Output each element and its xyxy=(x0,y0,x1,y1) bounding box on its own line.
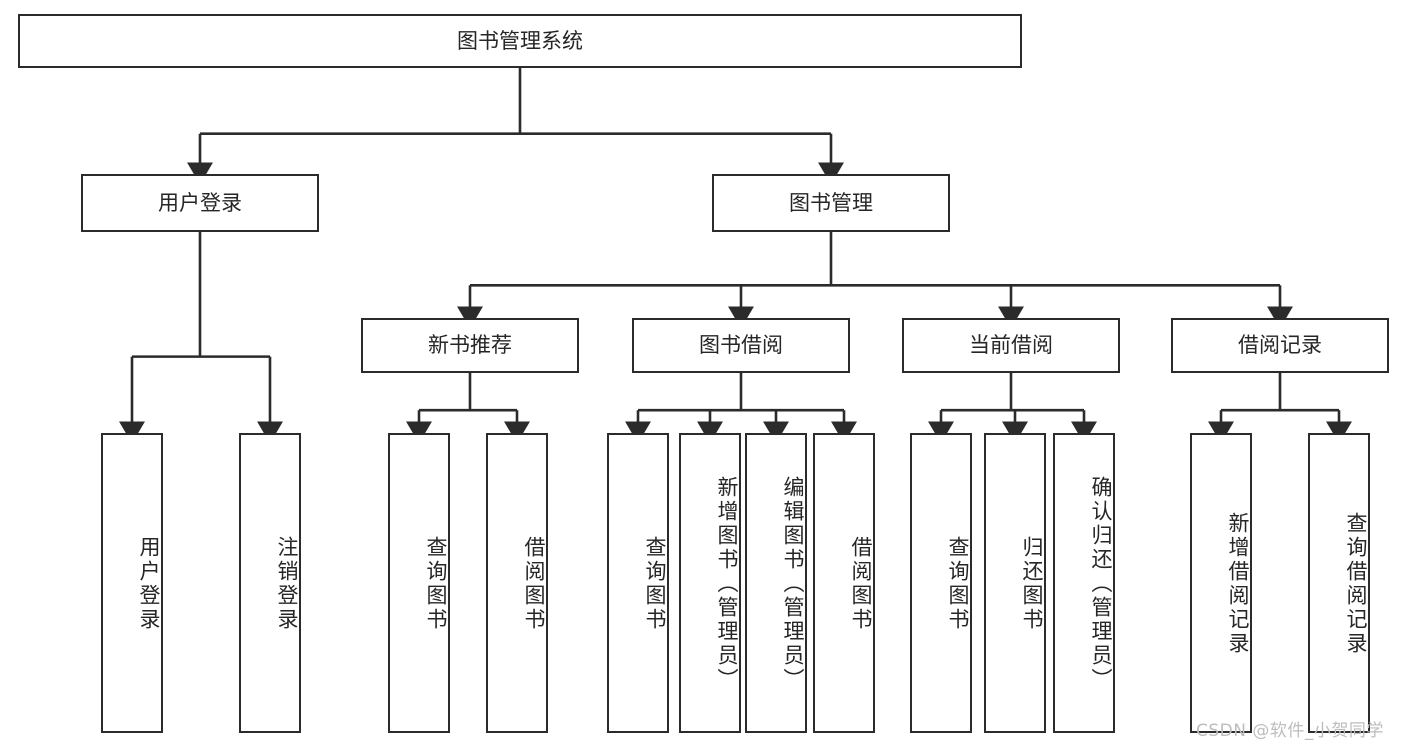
node-book-borrow[interactable]: 图书借阅 xyxy=(632,318,850,373)
node-label: 用户登录 xyxy=(137,536,161,632)
node-label: 查询图书 xyxy=(643,536,667,632)
node-leaf-borrow-book-2[interactable]: 借阅图书 xyxy=(813,433,875,733)
node-new-book-rec[interactable]: 新书推荐 xyxy=(361,318,579,373)
node-label: 确认归还（管理员） xyxy=(1089,476,1113,692)
node-current-borrow[interactable]: 当前借阅 xyxy=(902,318,1120,373)
node-label: 图书管理 xyxy=(789,190,873,215)
node-leaf-borrow-book-1[interactable]: 借阅图书 xyxy=(486,433,548,733)
node-leaf-add-record[interactable]: 新增借阅记录 xyxy=(1190,433,1252,733)
node-label: 查询借阅记录 xyxy=(1344,512,1368,656)
watermark-text: CSDN @软件_小贺同学 xyxy=(1196,721,1384,741)
node-label: 图书管理系统 xyxy=(457,28,583,53)
node-leaf-query-record[interactable]: 查询借阅记录 xyxy=(1308,433,1370,733)
node-label: 借阅图书 xyxy=(849,536,873,632)
node-leaf-query-book-2[interactable]: 查询图书 xyxy=(607,433,669,733)
node-leaf-edit-book[interactable]: 编辑图书（管理员） xyxy=(745,433,807,733)
node-label: 新增借阅记录 xyxy=(1226,512,1250,656)
node-label: 用户登录 xyxy=(158,190,242,215)
node-label: 查询图书 xyxy=(424,536,448,632)
node-user-login[interactable]: 用户登录 xyxy=(81,174,319,232)
node-root[interactable]: 图书管理系统 xyxy=(18,14,1022,68)
node-label: 图书借阅 xyxy=(699,333,783,358)
node-label: 归还图书 xyxy=(1020,536,1044,632)
node-label: 新增图书（管理员） xyxy=(715,476,739,692)
node-label: 编辑图书（管理员） xyxy=(781,476,805,692)
node-label: 新书推荐 xyxy=(428,333,512,358)
node-label: 当前借阅 xyxy=(969,333,1053,358)
node-borrow-record[interactable]: 借阅记录 xyxy=(1171,318,1389,373)
node-leaf-query-book-1[interactable]: 查询图书 xyxy=(388,433,450,733)
node-leaf-user-logout[interactable]: 注销登录 xyxy=(239,433,301,733)
node-label: 注销登录 xyxy=(275,536,299,632)
node-leaf-confirm-return[interactable]: 确认归还（管理员） xyxy=(1053,433,1115,733)
node-label: 借阅记录 xyxy=(1238,333,1322,358)
node-leaf-return-book[interactable]: 归还图书 xyxy=(984,433,1046,733)
node-book-mgmt[interactable]: 图书管理 xyxy=(712,174,950,232)
node-label: 借阅图书 xyxy=(522,536,546,632)
node-leaf-user-login[interactable]: 用户登录 xyxy=(101,433,163,733)
node-leaf-add-book[interactable]: 新增图书（管理员） xyxy=(679,433,741,733)
node-leaf-query-book-3[interactable]: 查询图书 xyxy=(910,433,972,733)
node-label: 查询图书 xyxy=(946,536,970,632)
